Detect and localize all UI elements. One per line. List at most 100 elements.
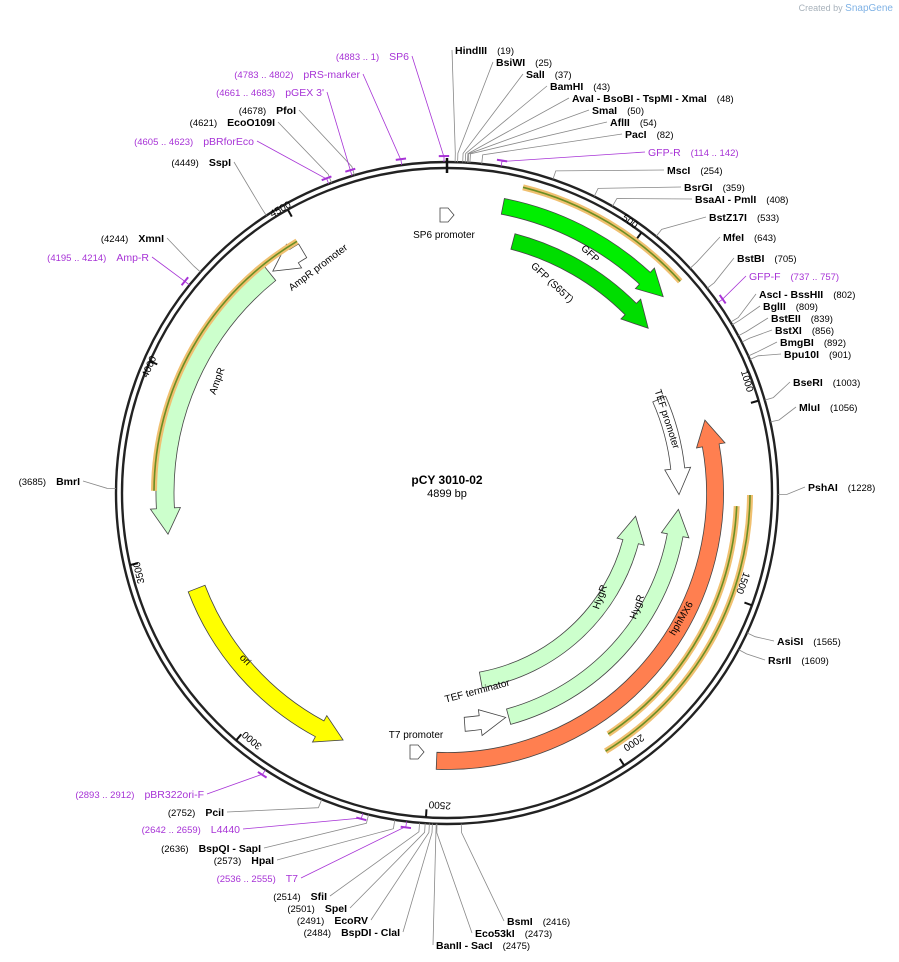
label-pos: (1228)	[848, 483, 875, 494]
site-avai-bsobi-tspmi-xmai: AvaI - BsoBI - TspMI - XmaI(48)	[572, 93, 734, 105]
label-name: T7	[286, 873, 298, 885]
primer-pgex-3: pGEX 3'(4661 .. 4683)	[216, 87, 324, 99]
label-pos: (1609)	[801, 656, 828, 667]
scale-tick	[750, 399, 759, 404]
label-pos: (2752)	[168, 808, 195, 819]
primer-mark	[718, 294, 727, 305]
label-name: GFP-F	[749, 271, 781, 283]
label-name: PfoI	[276, 105, 296, 117]
site-mfei: MfeI(643)	[723, 232, 776, 244]
label-name: RsrII	[768, 655, 791, 667]
primer-mark	[356, 816, 367, 822]
leader-line	[706, 257, 735, 289]
label-pos: (50)	[627, 106, 644, 117]
site-bmgbi: BmgBI(892)	[780, 337, 846, 349]
site-bstz17i: BstZ17I(533)	[709, 212, 779, 224]
primer-mark	[180, 276, 189, 286]
feature-hygr	[478, 515, 645, 689]
site-hpai: HpaI(2573)	[214, 855, 274, 867]
feature-ampr-promoter	[272, 243, 308, 272]
label-name: BstXI	[775, 325, 802, 337]
scale-tick	[286, 209, 293, 218]
label-name: AflII	[610, 117, 630, 129]
feature-ori	[187, 584, 344, 743]
feature-gfp-s65t	[510, 233, 649, 329]
primer-mark	[395, 157, 407, 161]
label-name: L4440	[211, 824, 240, 836]
leader-line	[263, 814, 369, 849]
label-pos: (901)	[829, 350, 851, 361]
leader-line	[552, 169, 665, 180]
label-name: SfiI	[311, 891, 327, 903]
label-name: EcoRV	[334, 915, 368, 927]
primer-amp-r: Amp-R(4195 .. 4214)	[47, 252, 149, 264]
label-name: SalI	[526, 69, 545, 81]
leader-line	[256, 140, 330, 185]
label-name: MfeI	[723, 232, 744, 244]
label-name: BseRI	[793, 377, 823, 389]
label-pos: (4883 .. 1)	[336, 52, 379, 63]
primer-mark	[345, 167, 356, 173]
leader-line	[655, 216, 707, 237]
label-name: Bpu10I	[784, 349, 819, 361]
leader-line	[329, 822, 420, 897]
site-pfoi: PfoI(4678)	[239, 105, 296, 117]
label-name: BmrI	[56, 476, 80, 488]
leader-line	[277, 121, 332, 183]
scale-tick	[635, 231, 643, 240]
leader-line	[402, 823, 433, 933]
label-name: HpaI	[251, 855, 274, 867]
leader-line	[469, 121, 608, 163]
scale-tick-label: 2500	[428, 798, 451, 810]
scale-tick-label: 3500	[132, 560, 148, 585]
feature-gfp	[500, 198, 664, 298]
feature-tef-terminator	[463, 709, 507, 737]
scale-tick	[149, 360, 158, 366]
label-name: Amp-R	[116, 252, 149, 264]
label-pos: (1565)	[813, 637, 840, 648]
leader-line	[206, 769, 266, 795]
label-name: GFP-R	[648, 147, 681, 159]
label-name: PacI	[625, 129, 647, 141]
leader-line	[612, 198, 693, 207]
label-pos: (114 .. 142)	[691, 148, 739, 159]
label-pos: (2475)	[503, 941, 530, 952]
site-bsteii: BstEII(839)	[771, 313, 833, 325]
feature-label-ampr: AmpR	[208, 366, 228, 396]
label-name: BstZ17I	[709, 212, 747, 224]
leader-line	[738, 317, 769, 337]
label-pos: (2416)	[543, 917, 570, 928]
site-bglii: BglII(809)	[763, 301, 818, 313]
site-sfii: SfiI(2514)	[273, 891, 327, 903]
label-pos: (25)	[535, 58, 552, 69]
label-name: pBRforEco	[203, 136, 254, 148]
leader-line	[411, 55, 445, 162]
label-pos: (4605 .. 4623)	[134, 137, 193, 148]
site-banii-saci: BanII - SacI (2475)	[436, 940, 530, 952]
credit-prefix: Created by	[798, 3, 843, 13]
site-pcii: PciI(2752)	[168, 807, 224, 819]
label-pos: (2491)	[297, 916, 324, 927]
primer-prs-marker: pRS-marker(4783 .. 4802)	[234, 69, 360, 81]
leader-line	[500, 151, 646, 167]
leader-line	[166, 237, 201, 273]
primer-arrow-core-top	[522, 186, 681, 282]
label-pos: (2642 .. 2659)	[142, 825, 201, 836]
label-name: BanII - SacI	[436, 940, 493, 952]
leader-line	[370, 823, 430, 921]
label-pos: (2501)	[287, 904, 314, 915]
label-name: BstBI	[737, 253, 765, 265]
site-bsrgi: BsrGI(359)	[684, 182, 745, 194]
label-name: XmnI	[138, 233, 164, 245]
feature-label-tef-terminator: TEF terminator	[444, 677, 512, 705]
label-name: pGEX 3'	[285, 87, 324, 99]
primer-pbr322ori-f: pBR322ori-F(2893 .. 2912)	[75, 789, 204, 801]
leader-line	[778, 486, 806, 495]
site-sspi: SspI(4449)	[171, 157, 231, 169]
label-name: BstEII	[771, 313, 801, 325]
label-pos: (3685)	[19, 477, 46, 488]
leader-line	[233, 161, 267, 216]
site-msci: MscI(254)	[667, 165, 723, 177]
leader-line	[326, 91, 353, 177]
